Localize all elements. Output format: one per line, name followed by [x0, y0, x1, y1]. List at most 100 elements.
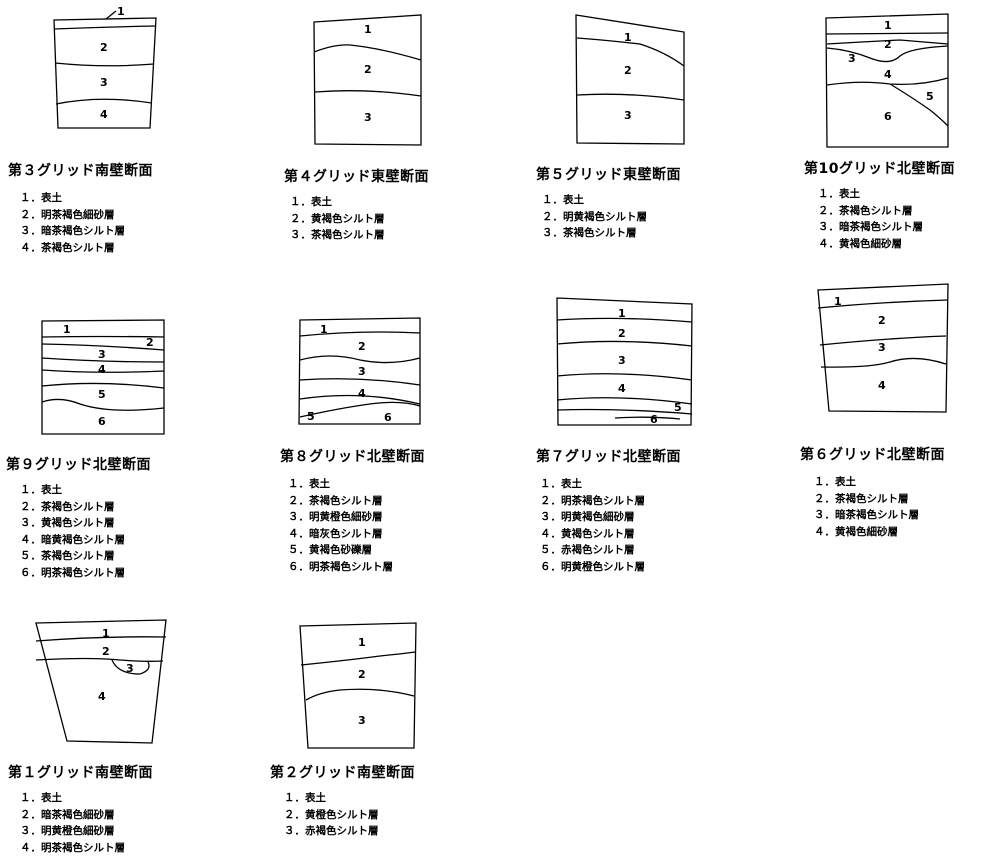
section-drawing-grid-3: 1 2 3 4	[53, 5, 157, 129]
legend-item: ３．茶褐色シルト層	[290, 229, 385, 241]
layer-label: 1	[884, 19, 892, 32]
layer-label: 2	[146, 336, 154, 349]
layer-label: 2	[618, 327, 626, 340]
layer-label: 3	[624, 109, 632, 122]
layer-label: 4	[884, 68, 892, 81]
layer-boundary	[41, 335, 165, 338]
section-outline	[817, 283, 949, 413]
section-panel-grid-7: 1 2 3 4 5 6 第７グリッド北壁断面 １．表土 ２．明茶褐色シルト層 ３…	[520, 280, 780, 600]
panel-title: 第１グリッド南壁断面	[8, 765, 153, 781]
layer-boundary	[556, 373, 693, 381]
layer-label: 4	[98, 363, 106, 376]
legend-item: ４．黄褐色シルト層	[540, 527, 635, 540]
layer-boundary	[299, 331, 421, 337]
layer-legend: １．表土 ２．黄褐色シルト層 ３．茶褐色シルト層	[290, 194, 385, 244]
layer-label: 2	[358, 668, 366, 681]
layer-boundary	[614, 416, 681, 420]
layer-boundary	[820, 357, 947, 368]
layer-boundary	[41, 398, 165, 411]
section-panel-grid-4: 1 2 3 第４グリッド東壁断面 １．表土 ２．黄褐色シルト層 ３．茶褐色シルト…	[250, 0, 500, 280]
layer-label: 5	[307, 410, 315, 423]
layer-boundary	[41, 382, 165, 389]
legend-item: ３．明黄橙色細砂層	[20, 825, 115, 837]
layer-boundary	[299, 378, 421, 386]
layer-label: 3	[618, 354, 626, 367]
layer-label: 3	[364, 111, 372, 124]
panel-title: 第６グリッド北壁断面	[800, 447, 945, 463]
layer-label: 2	[878, 314, 886, 327]
panel-title: 第９グリッド北壁断面	[6, 457, 151, 473]
layer-label: 6	[98, 415, 106, 428]
legend-item: １．表土	[20, 484, 62, 496]
layer-label: 6	[384, 411, 392, 424]
layer-legend: １．表土 ２．明黄褐色シルト層 ３．茶褐色シルト層	[542, 192, 647, 242]
layer-legend: １．表土 ２．茶褐色シルト層 ３．暗茶褐色シルト層 ４．黄褐色細砂層	[818, 186, 923, 252]
section-outline	[298, 317, 421, 425]
section-outline	[313, 14, 422, 146]
section-outline	[575, 14, 685, 145]
layer-boundary	[576, 93, 685, 101]
section-panel-grid-2: 1 2 3 第２グリッド南壁断面 １．表土 ２．黄橙色シルト層 ３．赤褐色シルト…	[250, 610, 510, 864]
layer-boundary	[556, 397, 693, 405]
section-outline	[825, 13, 949, 148]
layer-boundary	[55, 98, 153, 105]
layer-legend: １．表土 ２．茶褐色シルト層 ３．暗茶褐色シルト層 ４．黄褐色細砂層	[814, 474, 919, 540]
layer-label: 2	[358, 340, 366, 353]
legend-item: ２．茶褐色シルト層	[20, 500, 115, 513]
layer-label: 5	[926, 90, 934, 103]
section-outline	[53, 17, 157, 129]
layer-boundary	[313, 44, 422, 61]
legend-item: ２．明茶褐色シルト層	[540, 494, 645, 507]
legend-item: １．表土	[542, 194, 584, 206]
legend-item: ２．茶褐色シルト層	[814, 492, 909, 505]
layer-boundary	[819, 335, 947, 346]
legend-item: ３．黄褐色シルト層	[20, 517, 115, 529]
layer-boundary	[305, 688, 415, 701]
layer-label: 1	[320, 323, 328, 336]
layer-legend: １．表土 ２．茶褐色シルト層 ３．黄褐色シルト層 ４．暗黄褐色シルト層 ５．茶褐…	[20, 482, 125, 581]
layer-legend: １．表土 ２．暗茶褐色細砂層 ３．明黄橙色細砂層 ４．明茶褐色シルト層	[20, 790, 125, 856]
layer-legend: １．表土 ２．黄橙色シルト層 ３．赤褐色シルト層	[284, 790, 379, 840]
panel-title: 第４グリッド東壁断面	[284, 169, 429, 185]
section-panel-grid-6: 1 2 3 4 第６グリッド北壁断面 １．表土 ２．茶褐色シルト層 ３．暗茶褐色…	[780, 270, 981, 600]
legend-item: ４．暗黄褐色シルト層	[20, 533, 125, 546]
legend-item: ５．赤褐色シルト層	[540, 544, 635, 556]
section-outline	[41, 319, 165, 435]
legend-item: ２．明茶褐色細砂層	[20, 208, 115, 221]
layer-legend: １．表土 ２．明茶褐色シルト層 ３．明黄褐色細砂層 ４．黄褐色シルト層 ５．赤褐…	[540, 476, 645, 575]
layer-label: 1	[63, 323, 71, 336]
legend-item: ４．明茶褐色シルト層	[20, 841, 125, 854]
layer-label: 3	[358, 365, 366, 378]
panel-title: 第２グリッド南壁断面	[270, 765, 415, 781]
legend-item: ２．明黄褐色シルト層	[542, 210, 647, 223]
layer-label: 5	[98, 388, 106, 401]
layer-boundary	[826, 45, 949, 63]
layer-label: 1	[364, 23, 372, 36]
section-drawing-grid-8: 1 2 3 4 5 6	[298, 317, 421, 425]
panel-title: 第10グリッド北壁断面	[804, 161, 955, 177]
layer-boundary	[111, 659, 150, 675]
section-panel-grid-3: 1 2 3 4 第３グリッド南壁断面 １．表土 ２．明茶褐色細砂層 ３．暗茶褐色…	[0, 0, 240, 280]
layer-boundary	[889, 83, 949, 127]
layer-boundary	[825, 32, 949, 35]
legend-item: ２．茶褐色シルト層	[818, 204, 913, 217]
legend-item: １．表土	[288, 478, 330, 490]
legend-item: ４．黄褐色細砂層	[814, 525, 898, 538]
section-drawing-grid-1: 1 2 3 4	[35, 619, 167, 744]
layer-boundary	[41, 343, 165, 351]
layer-label: 1	[358, 636, 366, 649]
legend-item: ６．明茶褐色シルト層	[20, 566, 125, 579]
layer-boundary	[556, 317, 693, 323]
layer-boundary	[53, 25, 157, 30]
section-drawing-grid-4: 1 2 3	[313, 14, 422, 146]
legend-item: １．表土	[20, 792, 62, 804]
layer-boundary	[826, 39, 949, 45]
layer-boundary	[41, 357, 165, 363]
panel-title: 第８グリッド北壁断面	[280, 449, 425, 465]
layer-label: 4	[358, 387, 366, 400]
layer-label: 3	[358, 714, 366, 727]
layer-label: 1	[102, 627, 110, 640]
panel-title: 第７グリッド北壁断面	[536, 449, 681, 465]
section-outline	[35, 619, 167, 744]
layer-label: 3	[848, 52, 856, 65]
